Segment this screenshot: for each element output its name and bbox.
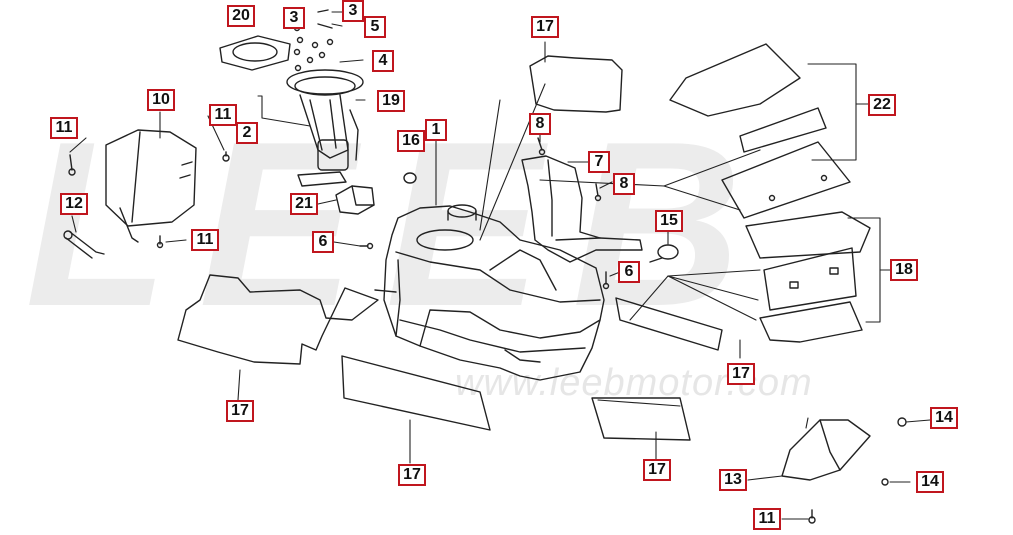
- callout-17: 17: [226, 400, 254, 422]
- skid-plate: [781, 419, 871, 481]
- watermark-logo-text: LEEB: [25, 92, 772, 355]
- hose-fitting: [63, 230, 105, 259]
- callout-3: 3: [342, 0, 364, 22]
- leader-lines: [69, 11, 931, 520]
- callout-17: 17: [531, 16, 559, 38]
- callout-15: 15: [655, 210, 683, 232]
- drain-cap: [649, 244, 679, 263]
- pad-group-18: [745, 211, 871, 343]
- grommet: [403, 172, 417, 184]
- callout-14: 14: [930, 407, 958, 429]
- fuel-tank: [374, 204, 605, 381]
- callout-16: 16: [397, 130, 425, 152]
- callout-17: 17: [727, 363, 755, 385]
- callout-14: 14: [916, 471, 944, 493]
- tank-bracket: [521, 155, 643, 263]
- callout-20: 20: [227, 5, 255, 27]
- callout-22: 22: [868, 94, 896, 116]
- callout-12: 12: [60, 193, 88, 215]
- callout-6: 6: [618, 261, 640, 283]
- callout-1: 1: [425, 119, 447, 141]
- callout-18: 18: [890, 259, 918, 281]
- connector-clip: [335, 185, 375, 215]
- callout-8: 8: [529, 113, 551, 135]
- callout-7: 7: [588, 151, 610, 173]
- heat-shield: [105, 129, 197, 243]
- bolts: [68, 137, 907, 524]
- callout-4: 4: [372, 50, 394, 72]
- callout-17: 17: [643, 459, 671, 481]
- callout-13: 13: [719, 469, 747, 491]
- callout-11: 11: [191, 229, 219, 251]
- callout-6: 6: [312, 231, 334, 253]
- callout-11: 11: [753, 508, 781, 530]
- callout-3: 3: [283, 7, 305, 29]
- callout-11: 11: [50, 117, 78, 139]
- callout-21: 21: [290, 193, 318, 215]
- callout-19: 19: [377, 90, 405, 112]
- callout-8: 8: [613, 173, 635, 195]
- callout-11: 11: [209, 104, 237, 126]
- callout-10: 10: [147, 89, 175, 111]
- insulation-pads: [177, 55, 723, 441]
- callout-5: 5: [364, 16, 386, 38]
- pad-group-22: [669, 43, 851, 219]
- callout-17: 17: [398, 464, 426, 486]
- fuel-pump-assembly: [286, 9, 364, 187]
- gasket-ring: [219, 35, 291, 71]
- callout-2: 2: [236, 122, 258, 144]
